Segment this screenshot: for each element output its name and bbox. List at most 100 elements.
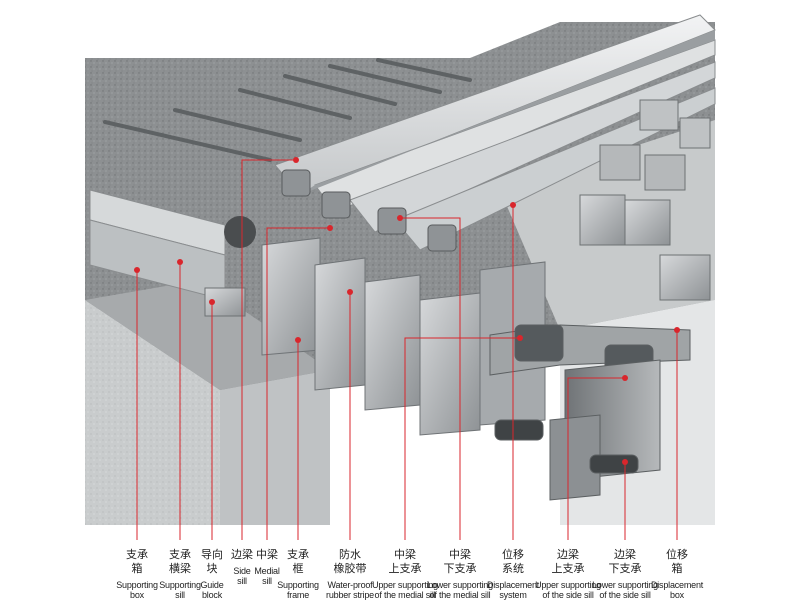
label-cn-line: 块 bbox=[206, 562, 218, 575]
label-cn-line: 下支承 bbox=[443, 562, 477, 575]
label-en-line: box bbox=[130, 590, 144, 600]
main-rails bbox=[274, 14, 716, 251]
label-en-line: sill bbox=[175, 590, 185, 600]
leader-lines bbox=[136, 159, 678, 540]
label-en-line: frame bbox=[286, 590, 310, 600]
leader-dot-displacement-system bbox=[510, 202, 516, 208]
label-cn-line: 中梁 bbox=[256, 548, 278, 561]
label-cn-line: 边梁 bbox=[557, 548, 579, 561]
label-cn-line: 支承 bbox=[125, 548, 148, 561]
label-cn-line: 中梁 bbox=[449, 548, 471, 561]
displacement-boxes bbox=[579, 99, 711, 301]
leader-dot-upper-support-side bbox=[622, 375, 628, 381]
leader-line-medial-sill bbox=[266, 227, 330, 540]
label-en-line: of the medial sill bbox=[429, 590, 491, 600]
label-en-line: sill bbox=[262, 576, 272, 586]
label-en-line: of the side sill bbox=[542, 590, 594, 600]
leader-dot-supporting-box bbox=[134, 267, 140, 273]
label-en-line: Water-proof bbox=[327, 580, 373, 590]
label-cn-line: 边梁 bbox=[614, 548, 636, 561]
label-cn-line: 支承 bbox=[168, 548, 191, 561]
label-cn-line: 橡胶带 bbox=[333, 562, 367, 575]
label-cn-line: 位移 bbox=[502, 548, 524, 561]
label-cn-line: 边梁 bbox=[231, 548, 253, 561]
label-en-line: Guide bbox=[200, 580, 224, 590]
label-en-line: Side bbox=[233, 566, 251, 576]
leader-dot-supporting-frame bbox=[295, 337, 301, 343]
leader-dot-upper-support-medial bbox=[517, 335, 523, 341]
reinforcing-bars bbox=[103, 58, 472, 162]
rail-brackets bbox=[281, 169, 457, 252]
label-en-line: Supporting bbox=[277, 580, 319, 590]
leader-dots bbox=[134, 157, 680, 465]
label-en-line: Upper supporting bbox=[372, 580, 438, 590]
label-cn-line: 上支承 bbox=[551, 562, 585, 575]
leader-line-side-sill bbox=[241, 159, 296, 540]
leader-line-upper-support-side bbox=[567, 377, 625, 540]
label-en-line: Supporting bbox=[116, 580, 158, 590]
label-cn-line: 箱 bbox=[671, 562, 683, 575]
label-en-line: Displacement bbox=[486, 580, 540, 590]
label-cn-line: 支承 bbox=[286, 548, 309, 561]
label-cn-line: 位移 bbox=[666, 548, 688, 561]
leader-line-upper-support-medial bbox=[404, 337, 520, 540]
leader-dot-side-sill bbox=[293, 157, 299, 163]
label-cn-line: 中梁 bbox=[394, 548, 416, 561]
label-en-line: of the medial sill bbox=[374, 590, 436, 600]
leader-dot-supporting-sill bbox=[177, 259, 183, 265]
label-en-line: Supporting bbox=[159, 580, 201, 590]
leader-dot-guide-block bbox=[209, 299, 215, 305]
label-en-line: rubber stripe bbox=[326, 590, 374, 600]
leader-dot-displacement-box bbox=[674, 327, 680, 333]
leader-line-lower-support-medial bbox=[400, 217, 461, 540]
label-en-line: Lower supporting bbox=[592, 580, 658, 590]
leader-dot-medial-sill bbox=[327, 225, 333, 231]
label-cn-line: 系统 bbox=[502, 562, 524, 575]
label-en-line: of the side sill bbox=[599, 590, 651, 600]
label-en-line: box bbox=[670, 590, 684, 600]
label-cn-line: 导向 bbox=[201, 548, 223, 561]
label-en-line: Upper supporting bbox=[535, 580, 601, 590]
leader-dot-lower-support-side bbox=[622, 459, 628, 465]
label-cn-line: 框 bbox=[292, 562, 304, 575]
label-en-line: Medial bbox=[254, 566, 280, 576]
leader-dot-waterproof-stripe bbox=[347, 289, 353, 295]
label-en-line: sill bbox=[237, 576, 247, 586]
displacement-mechanism bbox=[489, 324, 691, 501]
label-en-line: block bbox=[201, 590, 222, 600]
label-cn-line: 下支承 bbox=[608, 562, 642, 575]
label-cn-line: 横梁 bbox=[168, 562, 191, 575]
label-cn-line: 箱 bbox=[131, 562, 143, 575]
label-en-line: system bbox=[499, 590, 527, 600]
label-cn-line: 防水 bbox=[339, 548, 361, 561]
label-cn-line: 上支承 bbox=[388, 562, 422, 575]
label-en-line: Displacement bbox=[650, 580, 704, 590]
